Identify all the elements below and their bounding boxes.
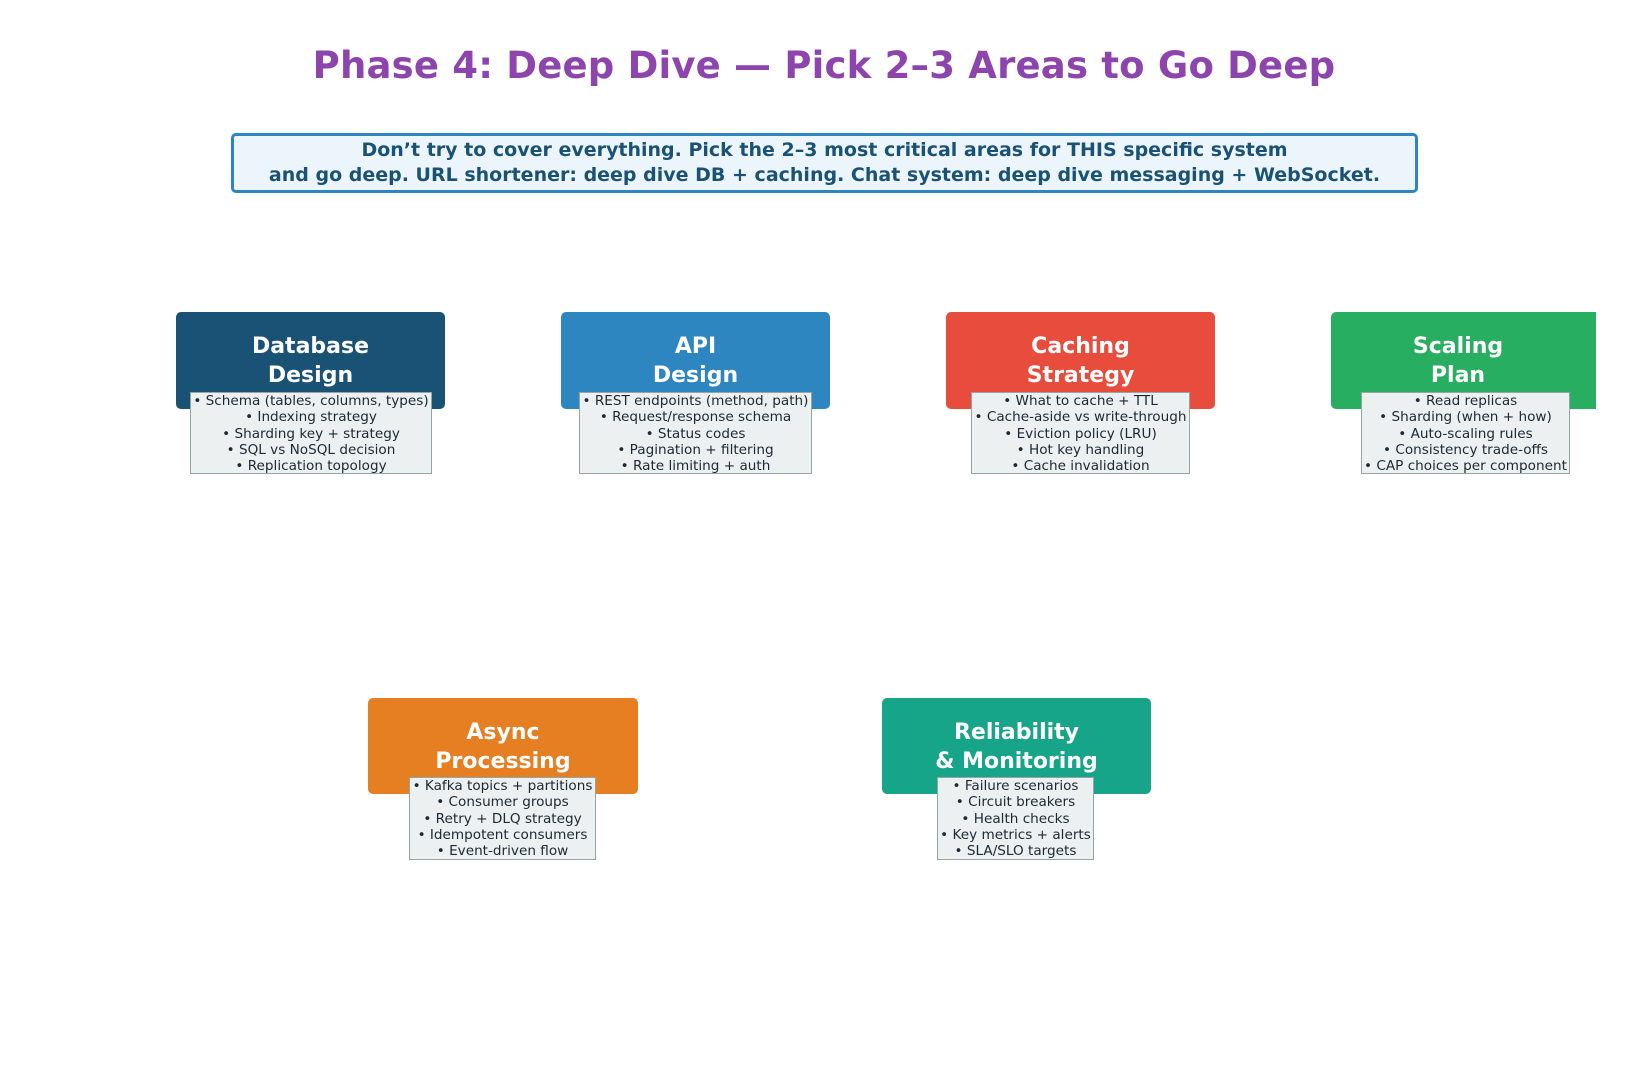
detail-item: • Rate limiting + auth xyxy=(620,458,771,475)
detail-item: • Replication topology xyxy=(235,458,387,475)
area-title-line1: Async xyxy=(466,720,540,745)
area-async-processing-details: • Kafka topics + partitions • Consumer g… xyxy=(409,777,596,860)
area-title-line2: Plan xyxy=(1430,363,1486,388)
detail-item: • Kafka topics + partitions xyxy=(412,778,593,794)
area-title-line1: Caching xyxy=(1031,334,1130,359)
area-title-line2: Design xyxy=(267,363,354,388)
area-title-line2: Design xyxy=(652,363,739,388)
callout-line-2: and go deep. URL shortener: deep dive DB… xyxy=(268,164,1381,186)
area-title-line1: Reliability xyxy=(953,720,1080,745)
area-caching-strategy-details: • What to cache + TTL • Cache-aside vs w… xyxy=(971,392,1190,474)
detail-item: • Sharding (when + how) xyxy=(1379,409,1552,426)
detail-item: • Cache invalidation xyxy=(1011,458,1150,475)
area-title-line2: Processing xyxy=(435,749,571,774)
area-title-line2: & Monitoring xyxy=(935,749,1098,774)
detail-item: • Pagination + filtering xyxy=(617,441,774,458)
detail-item: • Consistency trade-offs xyxy=(1382,441,1549,458)
detail-item: • Circuit breakers xyxy=(955,794,1076,811)
detail-item: • Failure scenarios xyxy=(952,778,1079,794)
detail-item: • SLA/SLO targets xyxy=(954,843,1077,860)
area-title-line1: Scaling xyxy=(1412,334,1504,359)
detail-item: • Key metrics + alerts xyxy=(940,826,1091,843)
detail-item: • Cache-aside vs write-through xyxy=(974,409,1187,426)
detail-item: • Idempotent consumers xyxy=(417,826,588,843)
detail-item: • Eviction policy (LRU) xyxy=(1004,425,1157,442)
advice-callout: Don’t try to cover everything. Pick the … xyxy=(231,133,1418,193)
detail-item: • Auto-scaling rules xyxy=(1398,425,1533,442)
detail-item: • Status codes xyxy=(645,425,746,442)
area-database-design-details: • Schema (tables, columns, types) • Inde… xyxy=(190,392,432,474)
area-title-line1: Database xyxy=(251,334,370,359)
detail-item: • SQL vs NoSQL decision xyxy=(226,441,396,458)
area-title-line2: Strategy xyxy=(1026,363,1135,388)
page-title: Phase 4: Deep Dive — Pick 2–3 Areas to G… xyxy=(312,44,1336,87)
area-title-line1: API xyxy=(674,334,717,359)
detail-item: • REST endpoints (method, path) xyxy=(582,393,809,409)
detail-item: • What to cache + TTL xyxy=(1003,393,1158,409)
detail-item: • Hot key handling xyxy=(1016,441,1145,458)
detail-item: • Health checks xyxy=(961,810,1070,827)
area-api-design-details: • REST endpoints (method, path) • Reques… xyxy=(579,392,812,474)
detail-item: • Consumer groups xyxy=(436,794,569,811)
detail-item: • Retry + DLQ strategy xyxy=(423,810,582,827)
detail-item: • Schema (tables, columns, types) xyxy=(193,393,429,409)
callout-line-1: Don’t try to cover everything. Pick the … xyxy=(361,139,1288,161)
detail-item: • Request/response schema xyxy=(599,409,792,426)
detail-item: • CAP choices per component xyxy=(1364,458,1567,475)
area-scaling-plan-details: • Read replicas • Sharding (when + how) … xyxy=(1361,392,1570,474)
detail-item: • Read replicas xyxy=(1413,393,1518,409)
detail-item: • Event-driven flow xyxy=(436,843,569,860)
area-reliability-monitoring-details: • Failure scenarios • Circuit breakers •… xyxy=(937,777,1094,860)
detail-item: • Indexing strategy xyxy=(245,409,377,426)
detail-item: • Sharding key + strategy xyxy=(222,425,400,442)
diagram-area: Database Design • Schema (tables, column… xyxy=(176,312,1596,860)
